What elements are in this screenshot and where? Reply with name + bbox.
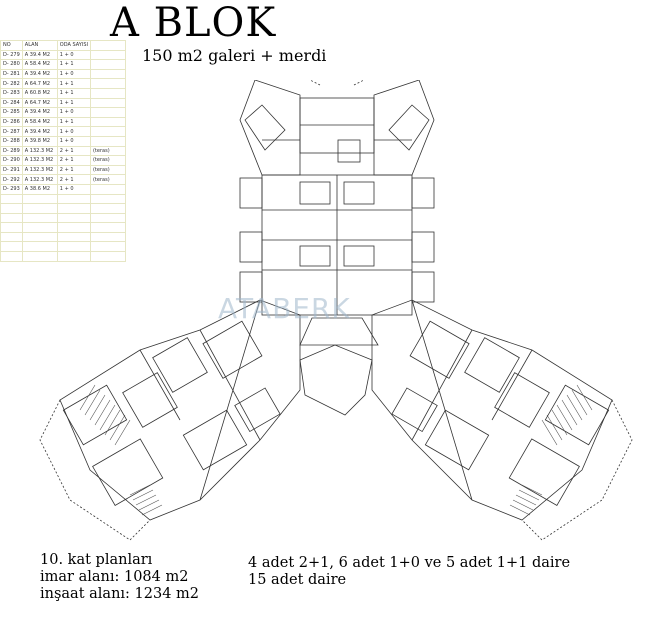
watermark: ATABERK: [218, 292, 351, 325]
unit-summary: 4 adet 2+1, 6 adet 1+0 ve 5 adet 1+1 dai…: [248, 555, 570, 589]
table-cell: A 58.4 M2: [21, 59, 58, 70]
table-cell: [89, 59, 126, 70]
floor-label: 10. kat planları: [40, 552, 153, 568]
table-cell: 1 + 0: [56, 49, 91, 61]
table-cell: [56, 251, 91, 262]
table-header-row: NO ALAN ODA SAYISI: [0, 40, 126, 51]
zoning-area: imar alanı: 1084 m2: [40, 569, 189, 585]
floor-info: 10. kat planları imar alanı: 1084 m2 inş…: [40, 552, 199, 603]
unit-total: 15 adet daire: [248, 572, 347, 588]
table-cell: 1 + 1: [56, 59, 91, 70]
table-cell: A 39.4 M2: [21, 68, 58, 80]
table-cell: [89, 49, 126, 61]
wing-top-left: [239, 80, 301, 176]
table-cell: A 39.4 M2: [21, 49, 58, 61]
table-header: ODA SAYISI: [56, 40, 91, 51]
unit-summary-line: 4 adet 2+1, 6 adet 1+0 ve 5 adet 1+1 dai…: [248, 555, 571, 571]
table-cell: D- 279: [0, 49, 23, 61]
table-cell: 1 + 0: [56, 68, 91, 80]
table-cell: D- 280: [0, 59, 23, 70]
wing-top-right: [373, 80, 435, 176]
table-row: [0, 251, 126, 262]
table-header: ALAN: [21, 40, 58, 51]
table-row: [0, 222, 126, 233]
wing-left: [59, 299, 301, 521]
construction-area: inşaat alanı: 1234 m2: [40, 586, 200, 602]
table-cell: [89, 251, 126, 262]
block-title: A BLOK: [110, 0, 277, 46]
table-header: [89, 40, 126, 51]
table-header: NO: [0, 40, 23, 51]
center-hub: [299, 344, 373, 416]
floor-plan: [39, 80, 633, 541]
wing-right: [371, 299, 613, 521]
table-cell: D- 281: [0, 68, 23, 80]
block-subtitle: 150 m2 galeri + merdi: [142, 46, 327, 65]
table-cell: [89, 68, 126, 80]
